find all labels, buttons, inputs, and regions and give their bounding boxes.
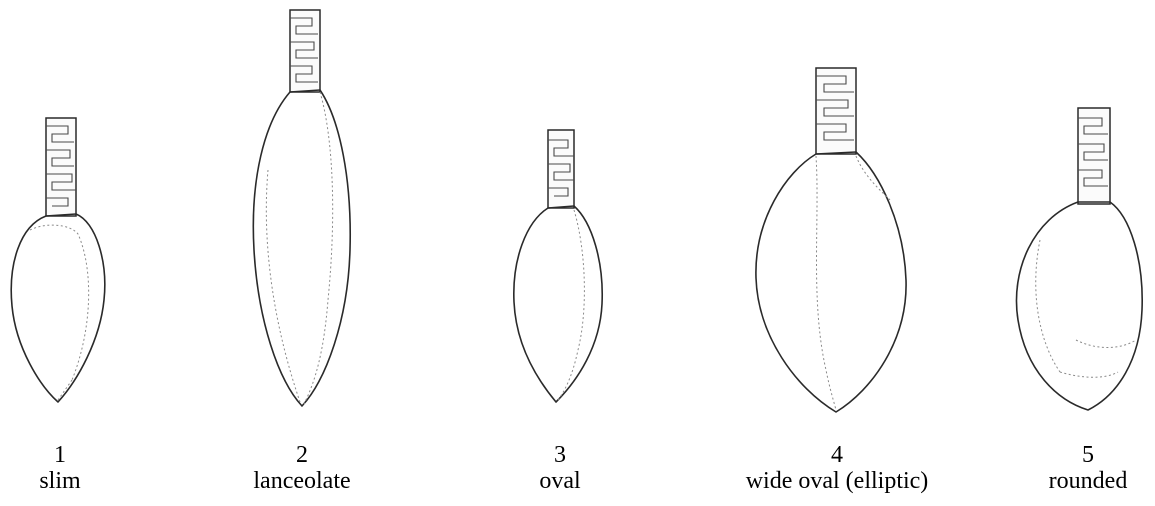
- leaf-outline-3: [514, 206, 602, 402]
- shape-name-4: wide oval (elliptic): [746, 468, 929, 494]
- stalk-1: [46, 118, 76, 216]
- shape-number-2: 2: [253, 442, 350, 468]
- leaf-vein-1: [30, 225, 89, 400]
- shape-number-4: 4: [746, 442, 929, 468]
- shape-label-4: 4 wide oval (elliptic): [746, 442, 929, 494]
- leaf-vein-5: [1036, 240, 1136, 377]
- leaf-shape-5-rounded: [1016, 108, 1142, 410]
- shape-label-3: 3 oval: [539, 442, 580, 494]
- leaf-shape-1-slim: [11, 118, 105, 402]
- shape-name-1: slim: [39, 468, 80, 494]
- shape-name-3: oval: [539, 468, 580, 494]
- stalk-2: [290, 10, 320, 92]
- leaf-outline-1: [11, 214, 105, 402]
- leaf-shape-3-oval: [514, 130, 602, 402]
- stalk-3: [548, 130, 574, 208]
- leaf-vein-2: [266, 92, 332, 404]
- leaf-outline-4: [756, 152, 906, 412]
- leaf-outline-5: [1016, 202, 1142, 410]
- stalk-5: [1078, 108, 1110, 204]
- shape-name-2: lanceolate: [253, 468, 350, 494]
- shape-label-5: 5 rounded: [1049, 442, 1128, 494]
- shape-name-5: rounded: [1049, 468, 1128, 494]
- shape-label-1: 1 slim: [39, 442, 80, 494]
- shape-number-3: 3: [539, 442, 580, 468]
- shape-number-1: 1: [39, 442, 80, 468]
- stalk-4: [816, 68, 856, 154]
- leaf-shape-4-wide-oval: [756, 68, 906, 412]
- shape-label-2: 2 lanceolate: [253, 442, 350, 494]
- leaf-vein-4: [816, 156, 890, 410]
- leaf-shape-2-lanceolate: [253, 10, 350, 406]
- shape-number-5: 5: [1049, 442, 1128, 468]
